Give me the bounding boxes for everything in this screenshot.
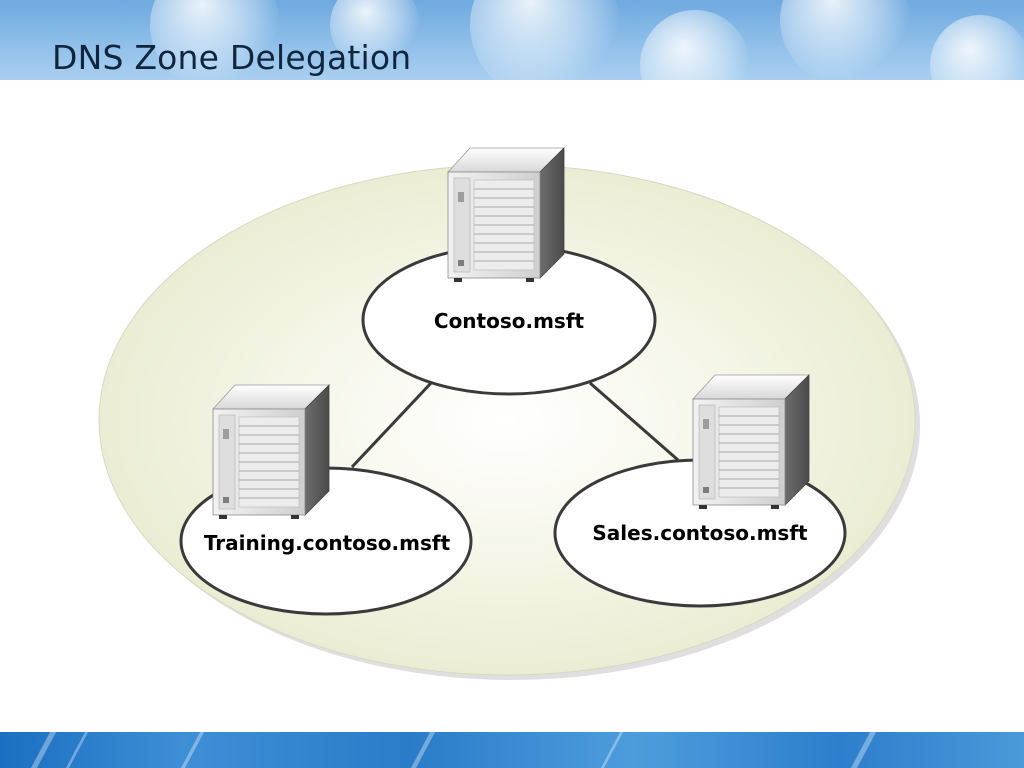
decor-streak: [26, 732, 60, 768]
page-title: DNS Zone Delegation: [52, 38, 412, 77]
decor-bubble: [150, 0, 280, 80]
zone-delegation-diagram: Contoso.msft Training.contoso.msft Sales…: [98, 147, 920, 680]
decor-streak: [61, 732, 92, 768]
decor-bubble: [640, 10, 750, 80]
connector-line-right: [589, 381, 679, 462]
decor-streak: [406, 732, 439, 768]
decor-bubble: [780, 0, 910, 80]
header-band: DNS Zone Delegation: [0, 0, 1024, 80]
decor-bubble: [930, 15, 1024, 80]
decor-bubble: [330, 0, 420, 70]
decor-streak: [176, 732, 208, 768]
zone-label-left: Training.contoso.msft: [204, 531, 451, 555]
decor-streak: [846, 732, 880, 768]
footer-band: [0, 732, 1024, 768]
zone-label-parent: Contoso.msft: [434, 309, 585, 333]
decor-streak: [596, 732, 627, 768]
zone-label-right: Sales.contoso.msft: [592, 521, 808, 545]
decor-bubble: [470, 0, 620, 80]
server-icon: [212, 384, 330, 520]
server-icon: [447, 147, 565, 283]
server-icon: [692, 374, 810, 510]
connector-line-left: [350, 380, 434, 469]
